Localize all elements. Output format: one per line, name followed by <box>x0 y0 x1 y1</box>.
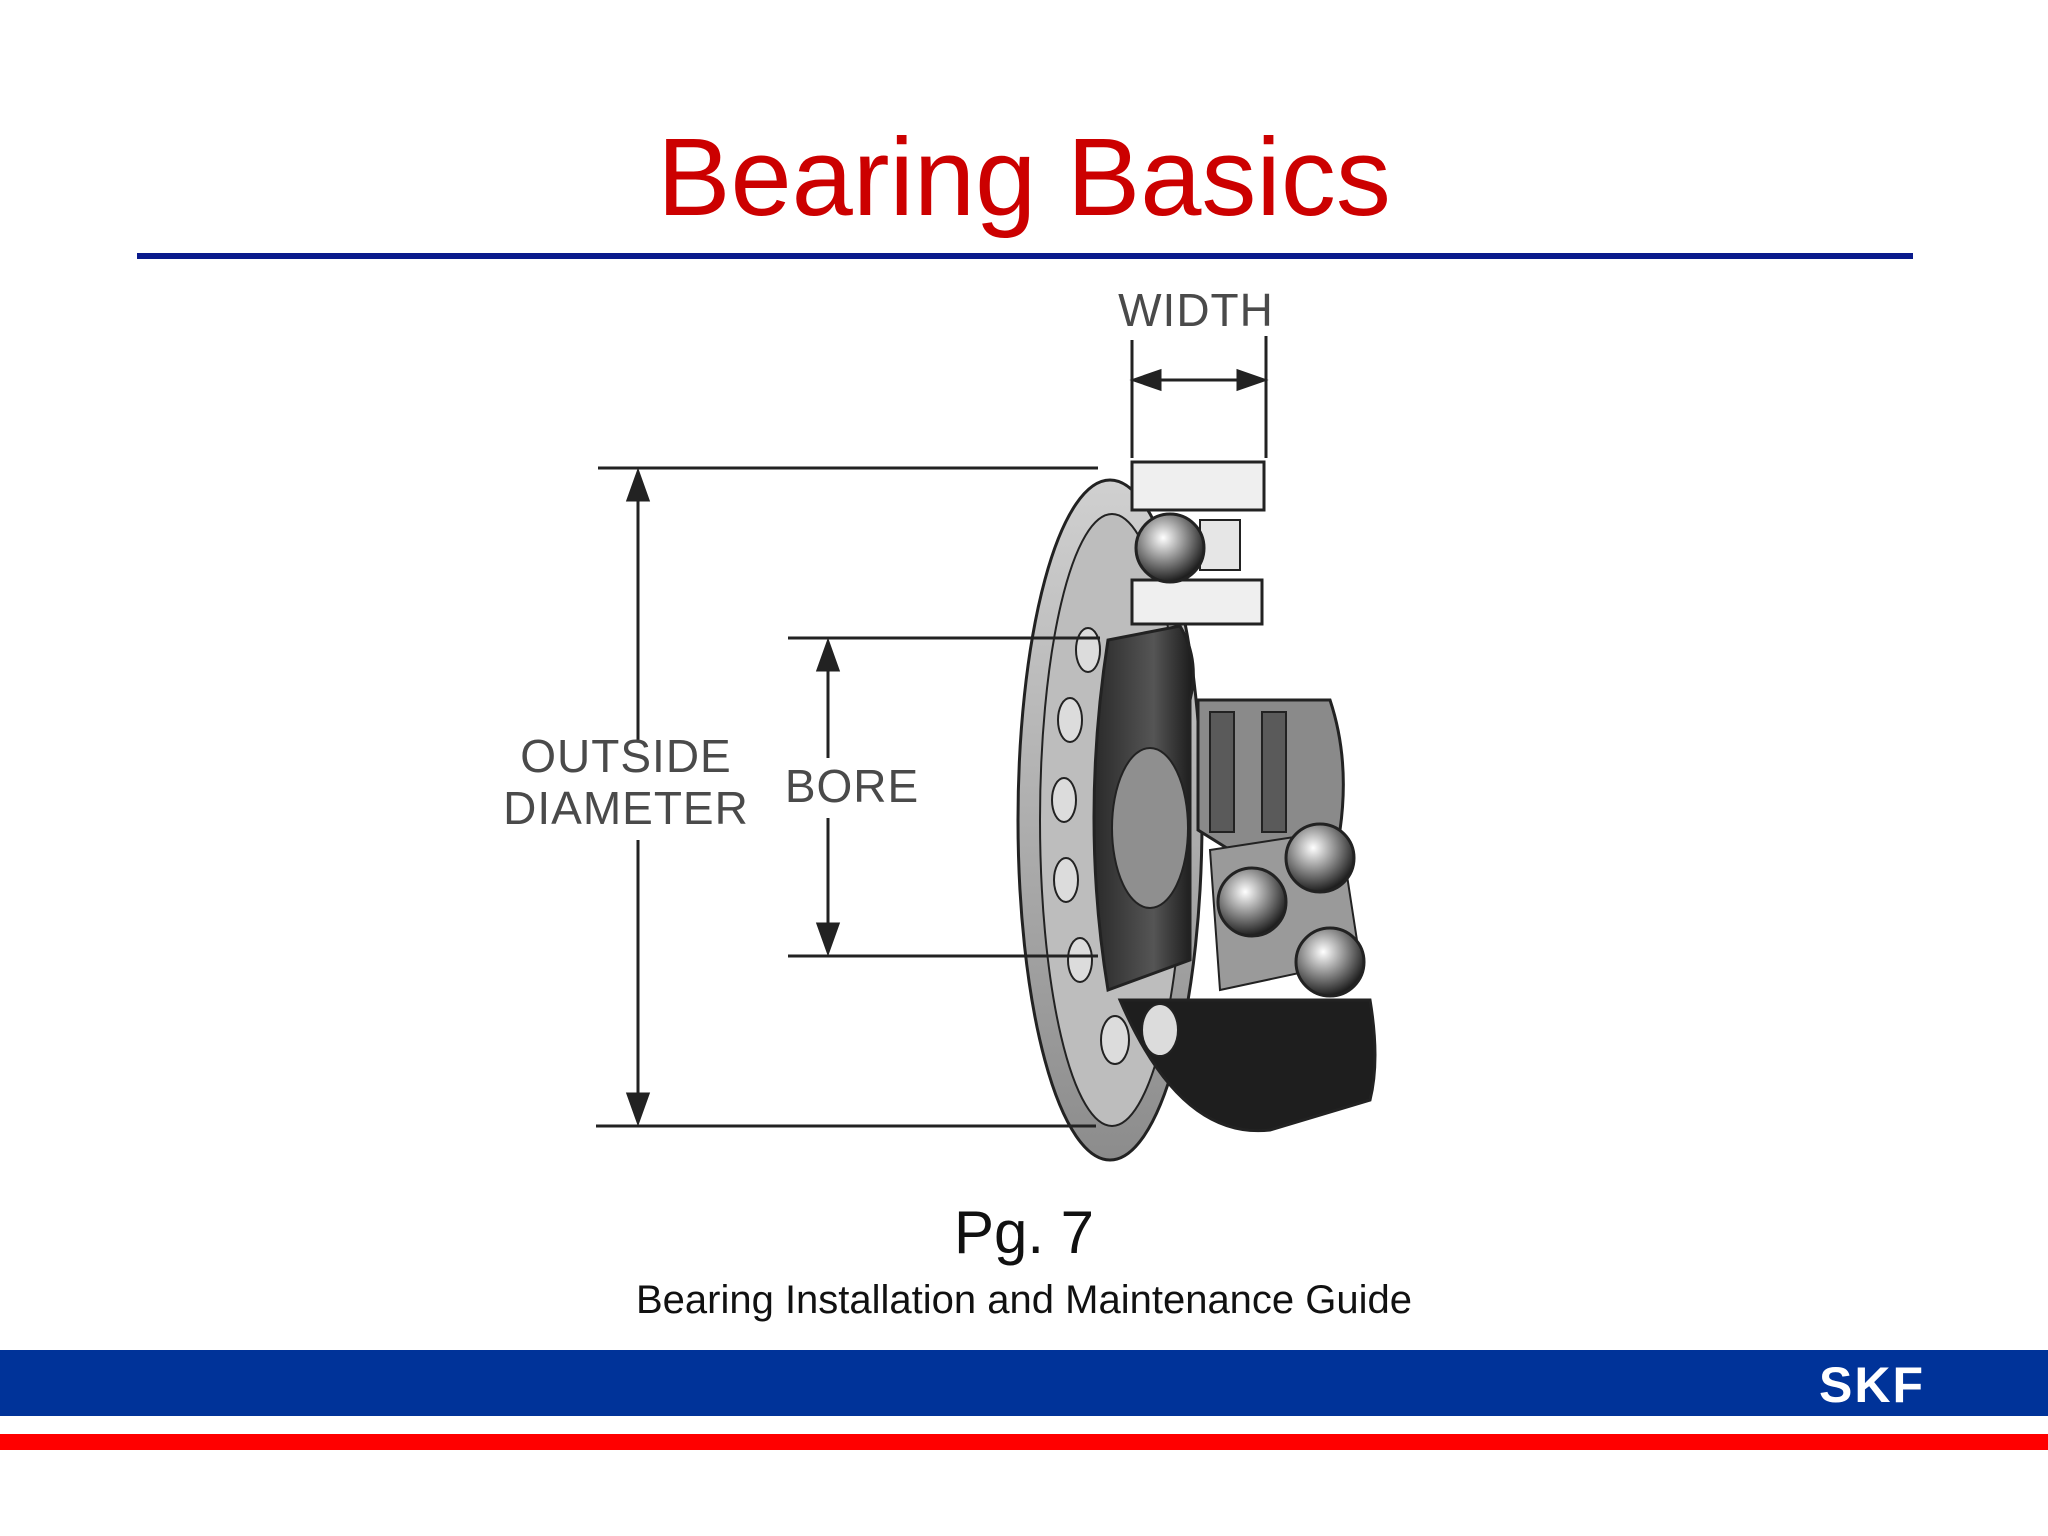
ball <box>1294 926 1366 998</box>
outer-ring-side <box>1117 998 1377 1133</box>
title-divider <box>137 253 1913 259</box>
inner-ring-section-top <box>1130 578 1264 626</box>
footer-band <box>0 1350 2048 1416</box>
outer-ring-section-top <box>1130 460 1266 512</box>
od-arrowhead-top <box>625 467 651 502</box>
footer-gap <box>0 1416 2048 1434</box>
bearing-illustration <box>1016 460 1377 1162</box>
width-arrowhead-right <box>1236 368 1269 392</box>
bore-arrowhead-bottom <box>815 922 841 957</box>
page-number: Pg. 7 <box>953 1199 1095 1266</box>
od-arrowhead-bottom <box>625 1092 651 1127</box>
logo-text: SKF <box>1819 1364 1925 1404</box>
guide-title: Bearing Installation and Maintenance Gui… <box>635 1278 1413 1322</box>
outside-diameter-label-line1: OUTSIDE <box>520 730 731 782</box>
outside-diameter-label-line2: DIAMETER <box>503 782 749 834</box>
ball <box>1134 512 1206 584</box>
ball <box>1284 822 1356 894</box>
bore-arrowhead-top <box>815 637 841 672</box>
skf-logo: SKF <box>1819 1364 1925 1404</box>
bore-label: BORE <box>785 760 919 812</box>
dimension-lines <box>596 336 1269 1128</box>
slide-title: Bearing Basics <box>657 116 1391 239</box>
ball <box>1216 866 1288 938</box>
width-label: WIDTH <box>1118 284 1274 336</box>
footer-stripe <box>0 1434 2048 1450</box>
width-arrowhead-left <box>1129 368 1162 392</box>
